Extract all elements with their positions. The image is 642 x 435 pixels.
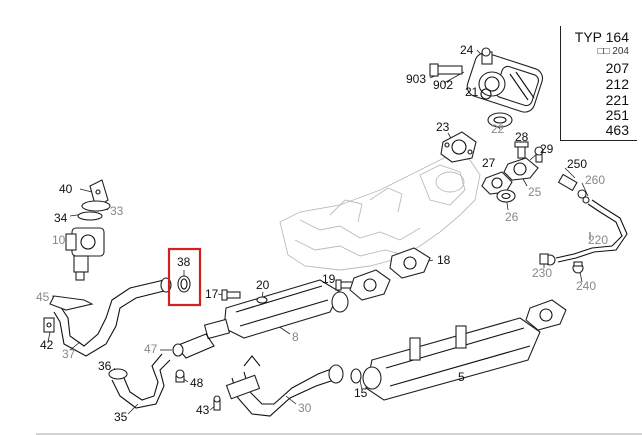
label-10: 10 — [52, 233, 66, 247]
pipe-220 — [544, 199, 628, 266]
label-29: 29 — [540, 142, 554, 156]
label-5: 5 — [458, 370, 465, 384]
label-8: 8 — [292, 330, 299, 344]
engine-block-outline — [279, 154, 481, 271]
type-model: 251 — [605, 107, 629, 123]
pipe-35 — [111, 353, 171, 409]
egr-cooler-5 — [362, 299, 567, 401]
type-model: 221 — [605, 92, 629, 108]
label-26: 26 — [505, 210, 519, 224]
clamp-36 — [108, 368, 128, 380]
sensor-250 — [557, 173, 578, 192]
gasket-23 — [440, 131, 477, 163]
bolt-43 — [213, 395, 221, 411]
egr-valve-10 — [65, 227, 105, 281]
bolt-48 — [175, 369, 185, 383]
label-40: 40 — [59, 182, 73, 196]
type-model: 207 — [605, 60, 629, 76]
label-17: 17 — [205, 287, 219, 301]
label-28: 28 — [515, 130, 529, 144]
gasket-15 — [350, 368, 362, 384]
label-260: 260 — [585, 173, 605, 187]
callout-labels: 24 903 902 21 22 23 28 29 27 250 260 25 … — [36, 43, 608, 424]
label-250: 250 — [567, 157, 587, 171]
label-36: 36 — [98, 359, 112, 373]
pipe-30 — [225, 355, 344, 417]
label-38: 38 — [177, 255, 191, 269]
label-20: 20 — [256, 278, 270, 292]
label-902: 902 — [433, 78, 453, 92]
label-25: 25 — [528, 185, 542, 199]
gasket-26 — [496, 189, 516, 203]
type-title: TYP 164 — [574, 29, 629, 45]
flange-45 — [49, 295, 94, 311]
label-24: 24 — [460, 43, 474, 57]
type-model: 212 — [605, 76, 629, 92]
fitting-240 — [572, 261, 584, 274]
label-33: 33 — [110, 204, 124, 218]
label-19: 19 — [322, 272, 336, 286]
label-42: 42 — [40, 338, 54, 352]
type-subtitle: □□ 204 — [597, 46, 629, 57]
label-47: 47 — [144, 342, 158, 356]
label-48: 48 — [190, 376, 204, 390]
highlight-box — [167, 247, 202, 307]
label-30: 30 — [298, 401, 312, 415]
gasket-18 — [389, 247, 431, 279]
bracket-42 — [43, 317, 55, 333]
label-21: 21 — [465, 85, 479, 99]
gasket-25 — [503, 157, 539, 181]
nut-230 — [539, 253, 549, 265]
label-27: 27 — [482, 156, 496, 170]
label-18: 18 — [437, 253, 451, 267]
label-230: 230 — [532, 266, 552, 280]
flange-plate — [349, 269, 391, 301]
label-43: 43 — [196, 403, 210, 417]
gasket-33 — [81, 200, 111, 212]
bolt-17 — [221, 289, 241, 301]
label-23: 23 — [436, 120, 450, 134]
type-model: 463 — [605, 122, 629, 138]
label-15: 15 — [354, 386, 368, 400]
label-34: 34 — [54, 211, 68, 225]
egr-valve-assembly — [429, 47, 544, 113]
bolt-28 — [514, 141, 529, 159]
gasket-22 — [487, 112, 513, 128]
label-45: 45 — [36, 290, 50, 304]
bolt-29 — [534, 146, 544, 163]
label-240: 240 — [576, 279, 596, 293]
label-35: 35 — [114, 410, 128, 424]
label-903: 903 — [406, 72, 426, 86]
ring-38 — [177, 275, 191, 293]
washer-20 — [256, 296, 268, 304]
egr-cooler-8 — [172, 279, 349, 359]
type-applicability-box: TYP 164 □□ 204 207 212 221 251 463 — [560, 26, 637, 141]
label-37: 37 — [62, 347, 76, 361]
label-22: 22 — [491, 122, 505, 136]
fitting-260 — [577, 189, 590, 204]
label-220: 220 — [588, 233, 608, 247]
gasket-34 — [77, 211, 103, 221]
